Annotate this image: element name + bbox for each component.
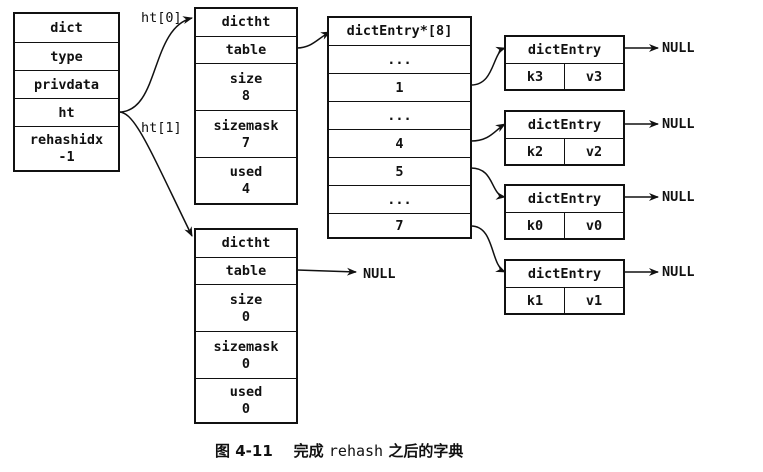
dict-struct: dict type privdata ht rehashidx -1 <box>13 12 120 172</box>
arrow-slot1-to-entry-k3 <box>470 46 506 86</box>
bucket-slot-5: 5 <box>329 157 470 186</box>
caption-suffix: 之后的字典 <box>388 442 464 460</box>
dict-field-type: type <box>15 42 118 71</box>
arrow-slot5-to-entry-k0 <box>470 167 506 200</box>
entry-kv-row: k1 v1 <box>506 287 623 313</box>
dict-entry: dictEntry k3 v3 <box>504 35 625 91</box>
entry-kv-row: k3 v3 <box>506 63 623 89</box>
entry-key: k2 <box>526 143 544 160</box>
bucket-array: dictEntry*[8] ... 1 ... 4 5 ... 7 <box>327 16 472 239</box>
entry-title: dictEntry <box>527 190 602 207</box>
entry-next-null: NULL <box>662 264 695 280</box>
arrow-slot7-to-entry-k1 <box>470 225 506 273</box>
figure-caption: 图 4-11 完成 rehash 之后的字典 <box>215 440 463 461</box>
entry-title: dictEntry <box>527 41 602 58</box>
entry-title: dictEntry <box>527 265 602 282</box>
dict-field-ht: ht <box>15 98 118 127</box>
dict-title: dict <box>50 19 83 36</box>
entry-next-null: NULL <box>662 40 695 56</box>
caption-prefix: 完成 <box>293 442 324 460</box>
ht0-title: dictht <box>221 14 271 30</box>
bucket-slot-4: 4 <box>329 129 470 158</box>
entry-value: v3 <box>564 64 623 89</box>
ht1-title: dictht <box>221 235 271 251</box>
arrow-slot4-to-entry-k2 <box>470 123 506 142</box>
bucket-slot: ... <box>329 185 470 214</box>
arrow-table-to-buckets <box>296 31 331 49</box>
arrow-ht-to-ht0 <box>118 16 193 113</box>
pointer-label-ht0: ht[0] <box>141 10 182 26</box>
entry-key: k0 <box>526 217 544 234</box>
entry-value: v2 <box>564 139 623 164</box>
entry-title: dictEntry <box>527 116 602 133</box>
entry-value: v1 <box>564 288 623 313</box>
entry-next-null: NULL <box>662 116 695 132</box>
ht0-field-table: table <box>196 36 296 64</box>
entry-key: k1 <box>526 292 544 309</box>
entry-kv-row: k0 v0 <box>506 212 623 238</box>
dict-field-privdata: privdata <box>15 70 118 99</box>
entry-kv-row: k2 v2 <box>506 138 623 164</box>
bucket-slot-7: 7 <box>329 213 470 238</box>
arrow-ht1-table-to-null <box>296 267 357 276</box>
entry-key: k3 <box>526 68 544 85</box>
dict-field-rehashidx: rehashidx -1 <box>15 126 118 171</box>
ht1-table-null: NULL <box>363 266 396 282</box>
dict-entry: dictEntry k2 v2 <box>504 110 625 166</box>
bucket-slot-1: 1 <box>329 73 470 102</box>
caption-figure-number: 图 4-11 <box>215 442 273 460</box>
dict-entry: dictEntry k0 v0 <box>504 184 625 240</box>
pointer-label-ht1: ht[1] <box>141 120 182 136</box>
bucket-slot: ... <box>329 45 470 74</box>
entry-value: v0 <box>564 213 623 238</box>
ht1-field-table: table <box>196 257 296 285</box>
bucket-slot: ... <box>329 101 470 130</box>
dict-entry: dictEntry k1 v1 <box>504 259 625 315</box>
caption-code: rehash <box>328 442 384 460</box>
bucket-array-title: dictEntry*[8] <box>346 23 453 39</box>
arrow-ht-to-ht1 <box>118 111 193 237</box>
entry-next-null: NULL <box>662 189 695 205</box>
